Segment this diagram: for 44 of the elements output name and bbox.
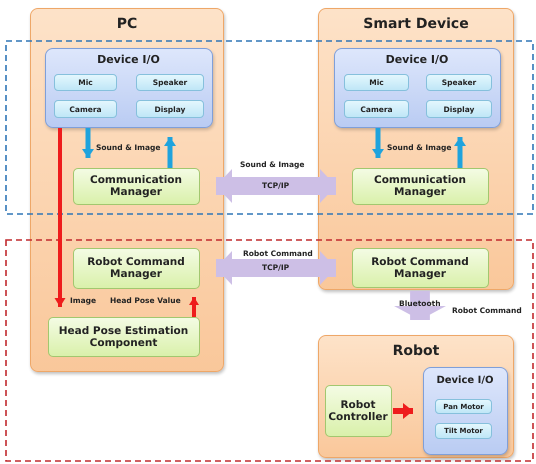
- component-box: [136, 74, 204, 91]
- box-label: Robot Command Manager: [370, 256, 470, 280]
- component-box: [426, 100, 492, 118]
- device-io-panel: [44, 48, 212, 128]
- box-label: Robot Command Manager: [86, 256, 186, 280]
- device-panel: [318, 335, 514, 458]
- arrow: [164, 137, 176, 168]
- component-box: [54, 74, 117, 91]
- arrow: [216, 251, 336, 285]
- box-label: Communication Manager: [373, 174, 467, 198]
- arrow: [454, 137, 466, 168]
- component-box: [54, 100, 117, 118]
- arrow: [189, 297, 199, 317]
- arrow: [54, 128, 66, 307]
- panel-title: Smart Device: [362, 16, 470, 32]
- device-panel: [30, 8, 224, 372]
- box-label: Head Pose Estimation Component: [58, 324, 190, 348]
- component-box: [435, 423, 492, 439]
- device-io-panel: [422, 366, 508, 454]
- process-box: [352, 248, 488, 288]
- arrow: [393, 403, 413, 419]
- arrow: [82, 128, 94, 158]
- arrow: [394, 291, 446, 320]
- device-panel: [318, 8, 514, 290]
- component-box: [136, 100, 204, 118]
- panel-title: Device I/O: [435, 374, 495, 386]
- component-box: [426, 74, 492, 91]
- box-label: Communication Manager: [89, 174, 183, 198]
- panel-title: Device I/O: [96, 52, 161, 66]
- component-box: [344, 100, 409, 118]
- box-label: Robot Controller: [327, 398, 389, 422]
- panel-title: PC: [116, 16, 138, 32]
- process-box: [72, 248, 200, 288]
- component-box: [435, 399, 492, 414]
- arrow: [372, 128, 384, 158]
- device-io-panel: [334, 48, 500, 128]
- process-box: [72, 168, 200, 204]
- process-box: [324, 384, 392, 436]
- panel-title: Device I/O: [384, 52, 450, 66]
- component-box: [344, 74, 409, 91]
- arrow: [216, 169, 336, 203]
- process-box: [352, 168, 488, 204]
- process-box: [48, 316, 200, 356]
- panel-title: Robot: [392, 343, 440, 359]
